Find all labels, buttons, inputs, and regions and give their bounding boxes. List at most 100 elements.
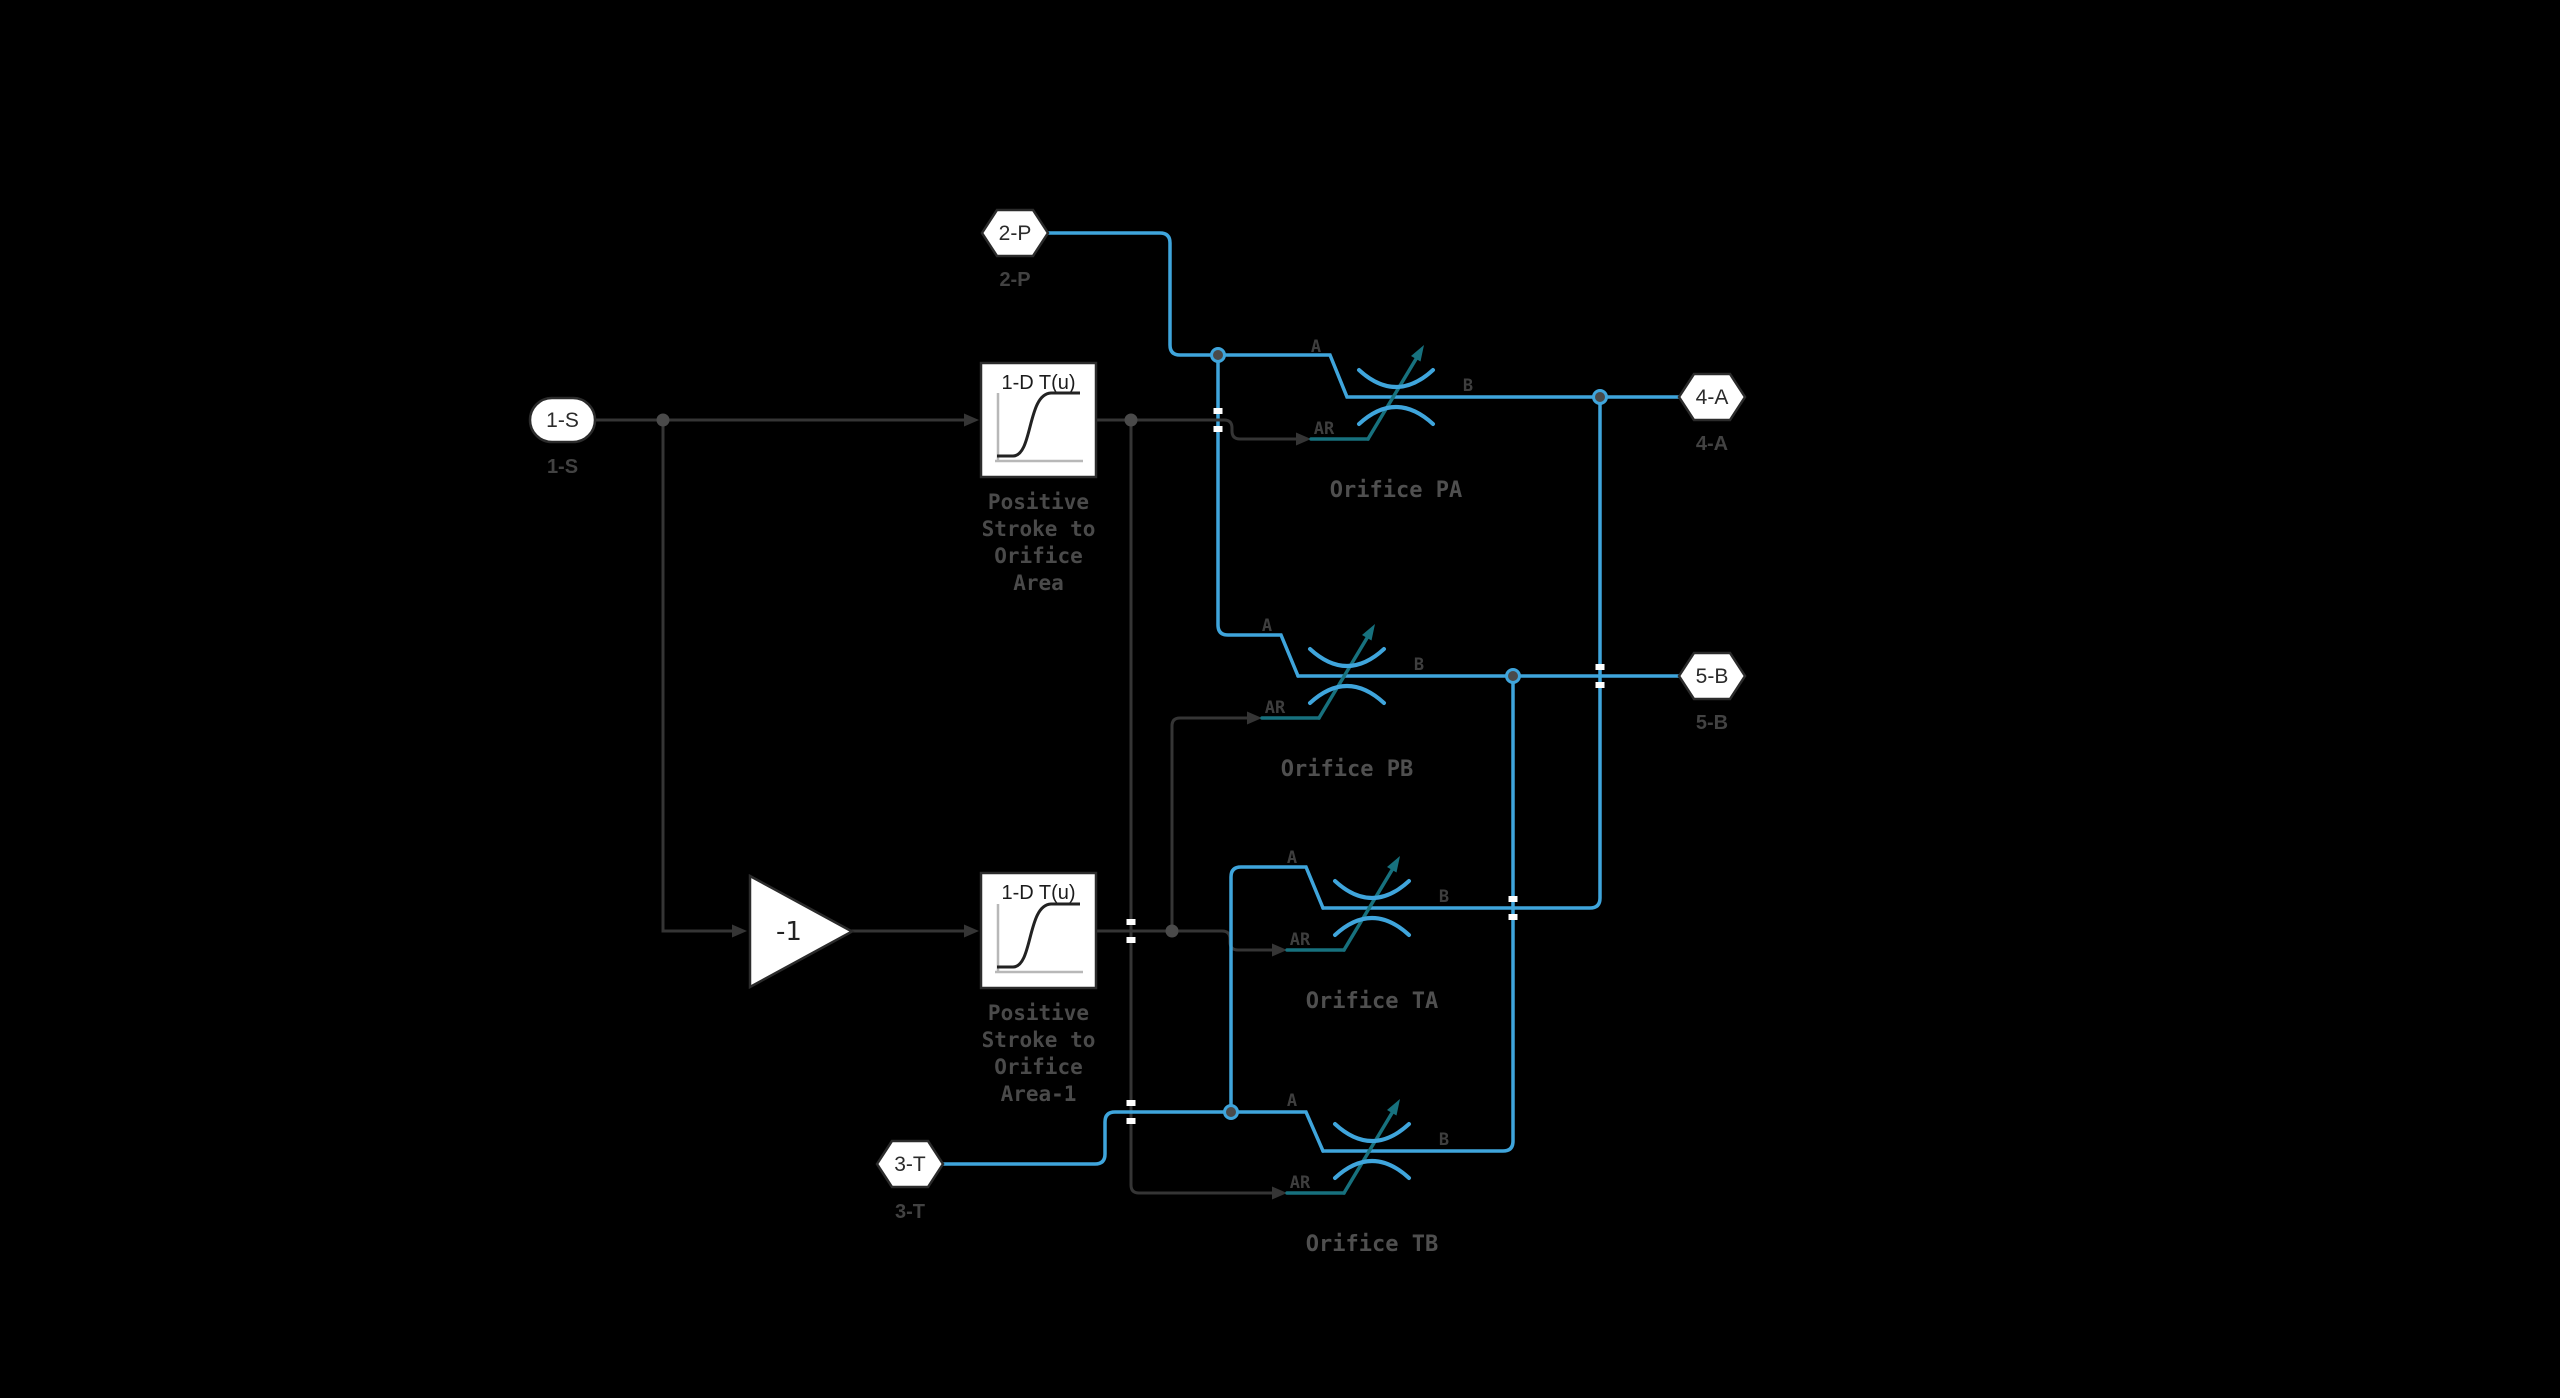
port-1s[interactable]: 1-S 1-S — [528, 396, 597, 478]
line-hop-marker — [1595, 682, 1605, 688]
pb-port-b-label: B — [1414, 655, 1424, 675]
line-1s-branch-to-gain[interactable] — [661, 418, 734, 933]
lookup2-caption: Positive — [988, 1001, 1089, 1025]
pb-control-arrowhead — [1362, 624, 1375, 641]
line-2p-out[interactable] — [1046, 231, 1220, 357]
block-lookup-table-2[interactable]: 1-D T(u) Positive Stroke to Orifice Area… — [979, 871, 1098, 1106]
line-lookup2-to-ta-ar[interactable] — [1094, 929, 1274, 952]
junction-1s-branch — [656, 413, 670, 427]
lookup1-sigmoid-curve — [997, 391, 1080, 458]
junction-3t-branch — [1223, 1104, 1239, 1120]
pa-port-b-label: B — [1463, 376, 1473, 396]
pa-block-name: Orifice PA — [1330, 478, 1462, 503]
arrowhead-lookup2-input — [964, 924, 979, 938]
block-lookup-table-1[interactable]: 1-D T(u) Positive Stroke to Orifice Area — [979, 361, 1098, 595]
ta-block-name: Orifice TA — [1306, 989, 1438, 1014]
port-3t-label: 3-T — [894, 1153, 926, 1176]
tb-control-arrowhead — [1387, 1099, 1400, 1116]
port-4a-shape — [1677, 372, 1747, 422]
line-hop-marker — [1508, 896, 1518, 902]
lookup1-caption: Orifice — [994, 544, 1083, 568]
arrowhead-tb-ar-input — [1272, 1186, 1287, 1200]
block-orifice-pa[interactable]: A B AR Orifice PA — [1309, 337, 1473, 503]
junction-5b-node — [1505, 668, 1521, 684]
port-4a-caption: 4-A — [1696, 433, 1728, 455]
junction-4a-node — [1592, 389, 1608, 405]
port-2p-shape — [980, 208, 1050, 258]
tb-block-name: Orifice TB — [1306, 1232, 1438, 1257]
pb-port-ar-label: AR — [1265, 698, 1286, 718]
line-lookup1-branch-to-tb-ar[interactable] — [1129, 418, 1274, 1195]
lookup1-caption: Positive — [988, 490, 1089, 514]
pa-control-arrow-shaft — [1366, 357, 1418, 441]
line-hop-marker — [1126, 919, 1136, 925]
line-pa-a-b-to-4a[interactable] — [1216, 353, 1681, 399]
lookup2-sigmoid-curve — [997, 902, 1080, 969]
tb-control-arrow-shaft — [1342, 1111, 1394, 1195]
arrowhead-pb-ar-input — [1247, 711, 1262, 725]
pa-orifice-upper-arc — [1357, 368, 1435, 389]
block-orifice-pb[interactable]: A B AR Orifice PB — [1260, 616, 1424, 782]
arrowhead-pa-ar-input — [1296, 432, 1311, 446]
arrowhead-ta-ar-input — [1272, 943, 1287, 957]
tb-orifice-upper-arc — [1333, 1122, 1411, 1143]
port-3t-shape — [875, 1139, 945, 1189]
lookup1-body — [979, 361, 1098, 479]
line-hop-marker — [1126, 1118, 1136, 1124]
block-orifice-ta[interactable]: A B AR Orifice TA — [1285, 848, 1449, 1014]
port-2p-label: 2-P — [999, 222, 1032, 245]
port-3t-caption: 3-T — [895, 1201, 925, 1223]
line-hop-marker — [1508, 914, 1518, 920]
pa-port-ar-label: AR — [1314, 419, 1335, 439]
port-1s-label: 1-S — [546, 409, 579, 432]
ta-control-arrow-shaft — [1342, 868, 1394, 952]
junction-2p-branch — [1210, 347, 1226, 363]
gain-value-label: -1 — [776, 917, 802, 947]
line-ta-b-riser-to-4a-junction[interactable] — [1321, 395, 1602, 910]
junction-lookup1-output — [1124, 413, 1138, 427]
arrowhead-lookup1-input — [964, 413, 979, 427]
pb-orifice-lower-arc — [1308, 684, 1386, 705]
ta-port-a-label: A — [1287, 848, 1297, 868]
pb-control-arrow-shaft — [1317, 636, 1369, 720]
line-lookup2-branch-to-pb-ar[interactable] — [1170, 716, 1249, 933]
lookup2-caption: Orifice — [994, 1055, 1083, 1079]
port-5b-shape — [1677, 651, 1747, 701]
port-5b[interactable]: 5-B 5-B — [1677, 651, 1747, 734]
lookup2-caption: Area-1 — [1001, 1082, 1077, 1106]
lookup2-title: 1-D T(u) — [1001, 882, 1075, 904]
port-4a[interactable]: 4-A 4-A — [1677, 372, 1747, 455]
junction-lookup2-output — [1165, 924, 1179, 938]
line-3t-to-tb-a[interactable] — [941, 1110, 1325, 1166]
pa-orifice-lower-arc — [1357, 405, 1435, 426]
gain-triangle — [748, 873, 855, 990]
line-tb-b-riser-to-pb-junction[interactable] — [1321, 674, 1515, 1153]
line-hop-marker — [1595, 664, 1605, 670]
line-3t-branch-to-ta-a[interactable] — [1229, 865, 1325, 1114]
pa-control-arrowhead — [1411, 345, 1424, 362]
line-lookup1-to-pa-ar[interactable] — [1094, 418, 1298, 441]
port-1s-shape — [528, 396, 597, 444]
ta-orifice-lower-arc — [1333, 916, 1411, 937]
arrowhead-gain-input — [732, 924, 747, 938]
lookup1-caption: Stroke to — [982, 517, 1096, 541]
port-2p[interactable]: 2-P 2-P — [980, 208, 1050, 291]
lookup1-caption: Area — [1013, 571, 1064, 595]
line-hop-marker — [1213, 426, 1223, 432]
lookup2-body — [979, 871, 1098, 990]
block-orifice-tb[interactable]: A B AR Orifice TB — [1285, 1091, 1449, 1257]
line-2p-branch-to-pb-a[interactable] — [1216, 353, 1300, 678]
port-4a-label: 4-A — [1696, 386, 1729, 409]
pb-block-name: Orifice PB — [1281, 757, 1413, 782]
block-gain[interactable]: -1 — [748, 873, 855, 990]
port-5b-label: 5-B — [1696, 665, 1729, 688]
port-3t[interactable]: 3-T 3-T — [875, 1139, 945, 1223]
line-hop-marker — [1126, 1100, 1136, 1106]
ta-control-arrowhead — [1387, 856, 1400, 873]
tb-port-b-label: B — [1439, 1130, 1449, 1150]
pa-port-a-label: A — [1311, 337, 1321, 357]
ta-port-b-label: B — [1439, 887, 1449, 907]
tb-port-ar-label: AR — [1290, 1173, 1311, 1193]
port-5b-caption: 5-B — [1696, 712, 1728, 734]
port-2p-caption: 2-P — [999, 269, 1030, 291]
